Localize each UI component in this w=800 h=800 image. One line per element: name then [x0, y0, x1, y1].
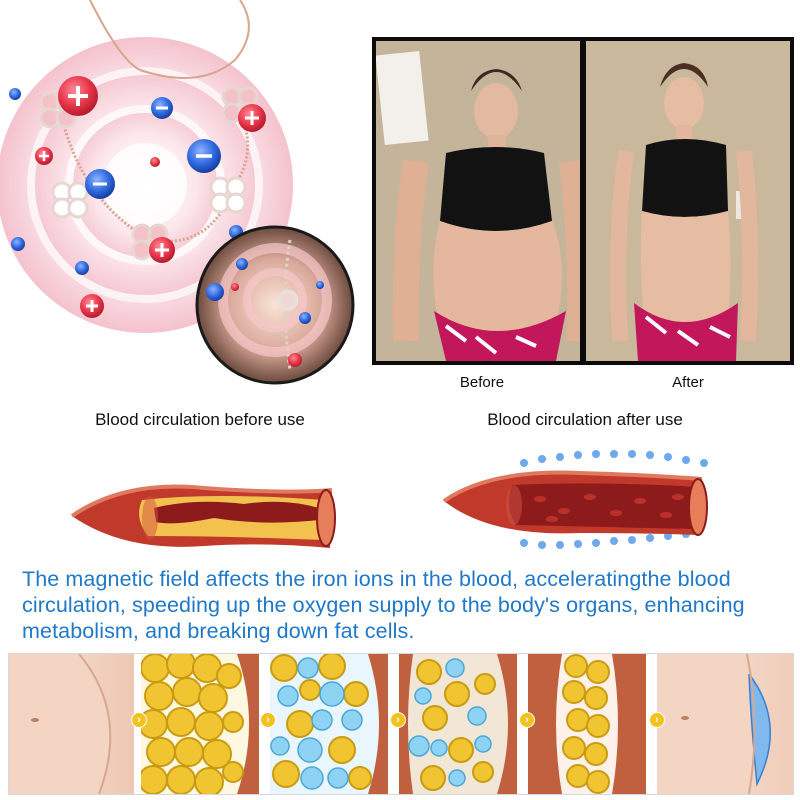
fat-cells-panel-2 — [270, 654, 388, 794]
magnified-inset — [195, 225, 355, 385]
minus-ion-icon — [187, 139, 221, 173]
clogged-vessel — [64, 478, 336, 554]
description-text: The magnetic field affects the iron ions… — [22, 567, 745, 643]
circulation-before-label: Blood circulation before use — [95, 410, 305, 429]
fat-breakdown-strip: › › › › › — [8, 653, 794, 795]
minus-ion-icon — [520, 450, 708, 549]
plus-ion-icon — [238, 104, 266, 132]
chevron-right-icon: › — [131, 712, 147, 728]
belly-before-panel — [9, 654, 134, 794]
plus-ion-icon — [80, 294, 104, 318]
fat-cells-panel-1 — [141, 654, 259, 794]
clear-vessel — [440, 445, 710, 560]
before-photo — [376, 41, 580, 361]
chevron-right-icon: › — [519, 712, 535, 728]
plus-ion-icon — [35, 147, 53, 165]
field-rings — [0, 0, 355, 385]
bracelet-charms — [39, 86, 259, 261]
chevron-right-icon: › — [390, 712, 406, 728]
circulation-after-label: Blood circulation after use — [487, 410, 683, 429]
magnetic-field-illustration — [0, 0, 360, 400]
fat-cells-panel-3 — [399, 654, 517, 794]
chevron-right-icon: › — [649, 712, 665, 728]
after-photo — [586, 41, 790, 361]
fat-cells-panel-4 — [528, 654, 646, 794]
minus-ion-icon — [9, 88, 21, 100]
minus-ion-icon — [85, 169, 115, 199]
plus-ion-icon — [150, 157, 160, 167]
bracelet-chain — [89, 0, 250, 79]
before-label: Before — [459, 374, 505, 391]
chevron-right-icon: › — [260, 712, 276, 728]
plus-ion-icon — [58, 76, 98, 116]
belly-after-panel — [657, 654, 793, 794]
after-label: After — [672, 374, 704, 391]
minus-ion-icon — [151, 97, 173, 119]
minus-ion-icon — [75, 261, 89, 275]
plus-ion-icon — [149, 237, 175, 263]
minus-ion-icon — [11, 237, 25, 251]
before-after-photo — [372, 37, 794, 365]
